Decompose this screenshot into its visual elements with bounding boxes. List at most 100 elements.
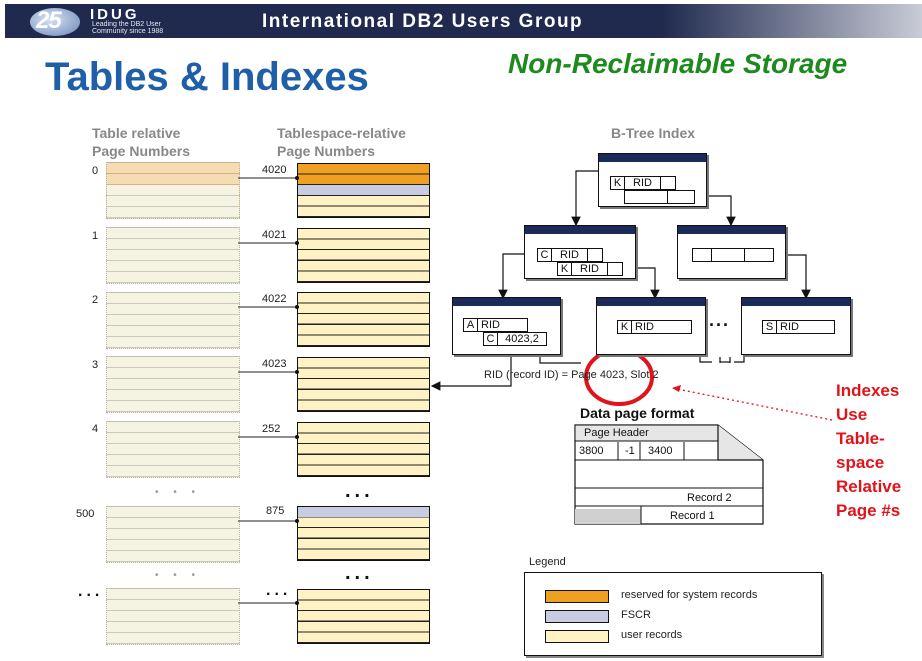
root-pointer-cell xyxy=(667,190,695,204)
leaf3-rid: RID xyxy=(776,320,835,334)
system-records-band xyxy=(298,164,429,184)
table-page-label: 2 xyxy=(92,294,99,306)
banner-gradient xyxy=(662,4,922,38)
tablespace-page-875 xyxy=(297,506,430,561)
btree-root-node: K RID xyxy=(598,153,707,207)
tablespace-page-label: 4020 xyxy=(262,164,287,176)
btree-leaf-node-3: S RID xyxy=(741,297,851,355)
tablespace-page-label: 875 xyxy=(266,505,285,517)
logo-tagline-1: Leading the DB2 User xyxy=(92,21,161,28)
window-titlebar xyxy=(453,298,560,306)
mid-key-k: K xyxy=(557,262,572,276)
window-titlebar xyxy=(599,154,706,162)
callout-line: space xyxy=(836,453,885,472)
fscr-band xyxy=(298,507,429,517)
table-page-0 xyxy=(106,162,240,219)
window-titlebar xyxy=(742,298,850,306)
record-2-label: Record 2 xyxy=(687,492,732,504)
idug-logo-icon xyxy=(30,8,80,36)
window-titlebar xyxy=(678,226,785,234)
leaf-ellipsis: ... xyxy=(709,310,731,330)
leaf1-rid-value: 4023,2 xyxy=(497,332,547,346)
root-key-k: K xyxy=(610,176,625,190)
leaf2-key-k: K xyxy=(617,320,632,334)
tablespace-header-line2: Page Numbers xyxy=(277,143,376,159)
tablespace-relative-header: Tablespace-relative Page Numbers xyxy=(277,124,406,160)
legend-swatch-fscr xyxy=(545,610,609,623)
callout-line: Table- xyxy=(836,429,885,448)
data-page-diagram xyxy=(574,424,764,525)
header-banner xyxy=(5,4,922,38)
table-page-label: 0 xyxy=(92,165,99,177)
table-page-label: 500 xyxy=(76,508,95,520)
callout-line: Page #s xyxy=(836,501,901,520)
callout-line: Indexes xyxy=(836,381,900,400)
btree-index-header: B-Tree Index xyxy=(611,125,696,141)
btree-internal-node-left: C RID K RID xyxy=(524,225,636,279)
table-page-1 xyxy=(106,227,240,284)
table-gap-ellipsis: • • • xyxy=(155,570,202,581)
mid-pointer-cell xyxy=(587,248,603,262)
mid-rid-2: RID xyxy=(571,262,608,276)
tablespace-header-line1: Tablespace-relative xyxy=(277,125,406,141)
tablespace-page-252 xyxy=(297,422,430,477)
window-titlebar xyxy=(525,226,635,234)
leaf1-key-a: A xyxy=(463,318,478,332)
leaf2-rid: RID xyxy=(631,320,692,334)
logo-number: 25 xyxy=(36,7,62,34)
logo-tagline-2: Community since 1988 xyxy=(92,28,164,35)
table-page-3 xyxy=(106,356,240,413)
table-gap-ellipsis: • • • xyxy=(155,487,202,498)
table-header-line2: Page Numbers xyxy=(92,143,191,159)
root-pointer-cell xyxy=(660,176,676,190)
slot-3: 3400 xyxy=(648,445,673,457)
mid-rid-1: RID xyxy=(551,248,588,262)
slide-title: Tables & Indexes xyxy=(45,55,369,99)
logo-name: IDUG xyxy=(90,6,140,23)
root-rid: RID xyxy=(624,176,661,190)
table-page-label: 1 xyxy=(92,230,99,242)
callout-line: Use xyxy=(836,405,868,424)
rid-definition: RID (record ID) = Page 4023, Slot 2 xyxy=(484,369,659,381)
legend-swatch-user xyxy=(545,630,609,643)
tablespace-page-label: 4022 xyxy=(262,293,287,305)
tablespace-page-label: 4023 xyxy=(262,358,287,370)
table-page-label: 3 xyxy=(92,359,99,371)
legend-box: reserved for system records FSCR user re… xyxy=(524,572,822,656)
legend-label-system: reserved for system records xyxy=(621,589,758,601)
table-relative-header: Table relative Page Numbers xyxy=(92,124,190,160)
table-page-500 xyxy=(106,506,240,563)
btree-internal-node-right xyxy=(677,225,786,279)
data-page-format-heading: Data page format xyxy=(580,405,695,421)
table-page-2 xyxy=(106,292,240,349)
callout-line: Relative xyxy=(836,477,902,496)
legend-label-fscr: FSCR xyxy=(621,609,651,621)
btree-leaf-node-1: A RID C 4023,2 xyxy=(452,297,561,355)
fscr-band xyxy=(298,185,429,195)
tablespace-page-label: 252 xyxy=(262,423,281,435)
table-page-last xyxy=(106,588,240,645)
mid-right-cell xyxy=(692,248,712,262)
slot-2: -1 xyxy=(625,445,635,457)
slide-subtitle: Non-Reclaimable Storage xyxy=(508,48,848,79)
mid-right-cell xyxy=(711,248,745,262)
tablespace-page-4022 xyxy=(297,292,430,347)
table-page-label: 4 xyxy=(92,423,99,435)
table-page-label: ... xyxy=(78,583,104,600)
root-lower-cell xyxy=(624,190,668,204)
slot-1: 3800 xyxy=(579,445,604,457)
banner-title: International DB2 Users Group xyxy=(262,11,584,32)
leaf1-rid: RID xyxy=(477,318,528,332)
callout-text: Indexes Use Table- space Relative Page #… xyxy=(836,379,901,523)
page-header-label: Page Header xyxy=(584,427,649,439)
mid-key-c: C xyxy=(537,248,552,262)
tablespace-page-last xyxy=(297,589,430,644)
leaf1-key-c: C xyxy=(483,332,498,346)
mid-pointer-cell xyxy=(607,262,623,276)
tablespace-page-label: 4021 xyxy=(262,229,287,241)
tablespace-page-4021 xyxy=(297,228,430,283)
record-1-label: Record 1 xyxy=(670,510,715,522)
legend-swatch-system xyxy=(545,590,609,603)
leaf3-key-s: S xyxy=(762,320,777,334)
